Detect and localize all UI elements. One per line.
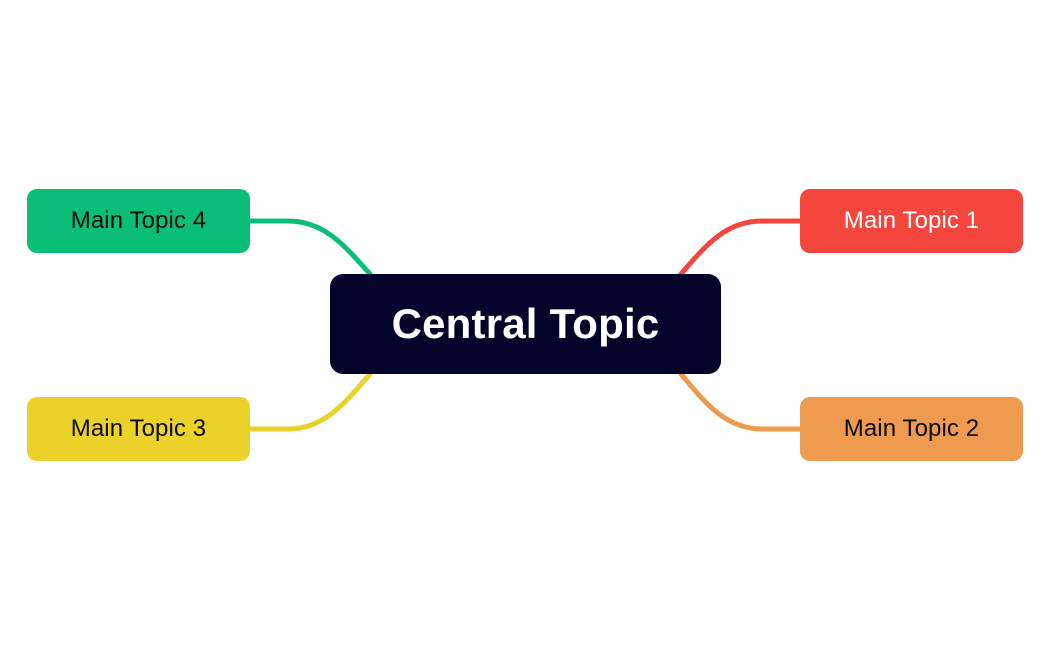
central-node-label: Central Topic (391, 300, 660, 347)
node-label: Main Topic 3 (70, 415, 207, 442)
mind-map-node-topic-2[interactable]: Main Topic 2 (800, 397, 1023, 461)
node-label: Main Topic 1 (843, 207, 980, 234)
mind-map-node-central[interactable]: Central Topic (330, 274, 721, 374)
mind-map-node-topic-4[interactable]: Main Topic 4 (27, 189, 250, 253)
connector-topic-1 (678, 218, 803, 277)
connector-topic-3 (247, 371, 373, 432)
node-label: Main Topic 4 (70, 207, 207, 234)
connector-topic-2 (678, 371, 803, 432)
mind-map-node-topic-3[interactable]: Main Topic 3 (27, 397, 250, 461)
connector-topic-4 (247, 218, 373, 277)
node-label: Main Topic 2 (843, 415, 980, 442)
mind-map-node-topic-1[interactable]: Main Topic 1 (800, 189, 1023, 253)
